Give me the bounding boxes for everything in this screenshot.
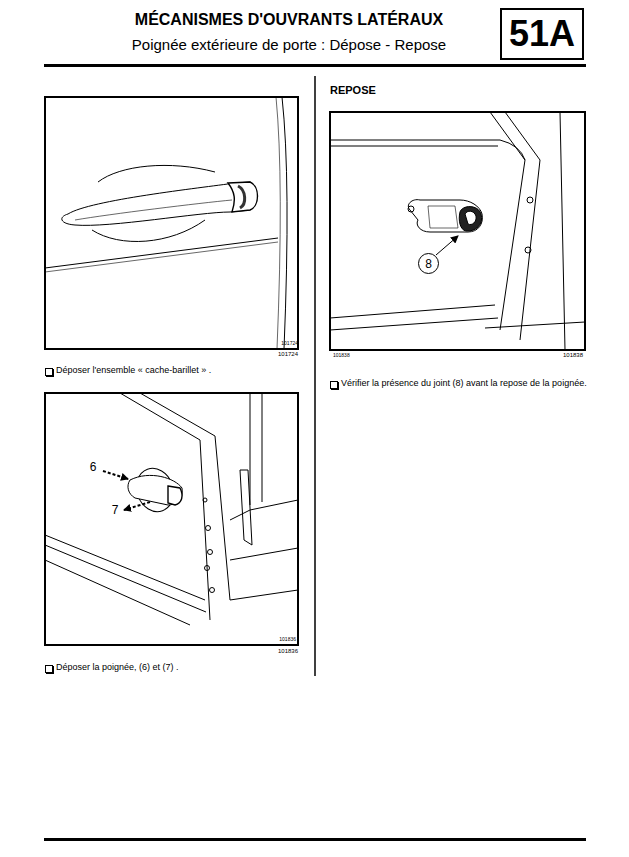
callout-number: 6 xyxy=(86,460,100,474)
figure-ref: 101836 xyxy=(240,648,298,655)
figure-handle xyxy=(45,97,298,349)
section-heading: REPOSE xyxy=(330,84,450,97)
checkbox-bullet xyxy=(45,665,53,673)
callout-number: 8 xyxy=(425,258,432,270)
instruction-text: Déposer l'ensemble « cache-barillet » . xyxy=(56,365,306,376)
figure-ref-inside: 101838 xyxy=(333,352,373,358)
figure-seal xyxy=(330,112,585,350)
figure-ref: 101838 xyxy=(525,352,583,359)
header-rule xyxy=(44,64,586,67)
section-number: 51A xyxy=(509,16,575,52)
page-title: MÉCANISMES D'OUVRANTS LATÉRAUX xyxy=(44,10,534,29)
page-subtitle: Poignée extérieure de porte : Dépose - R… xyxy=(44,36,534,54)
figure-handle-removal xyxy=(45,393,298,645)
checkbox-bullet xyxy=(45,368,53,376)
callout-number: 7 xyxy=(108,503,122,517)
figure-ref: 101724 xyxy=(240,351,298,358)
instruction-text: Déposer la poignée, (6) et (7) . xyxy=(56,662,306,673)
figure-ref-inside: 101836 xyxy=(272,636,296,642)
section-box: 51A xyxy=(500,8,584,60)
instruction-text: Vérifier la présence du joint (8) avant … xyxy=(341,378,587,389)
checkbox-bullet xyxy=(330,381,338,389)
footer-rule xyxy=(44,838,586,841)
column-divider xyxy=(314,76,316,676)
figure-ref-inside: 101724 xyxy=(272,340,298,346)
callout-circle: 8 xyxy=(418,253,439,274)
